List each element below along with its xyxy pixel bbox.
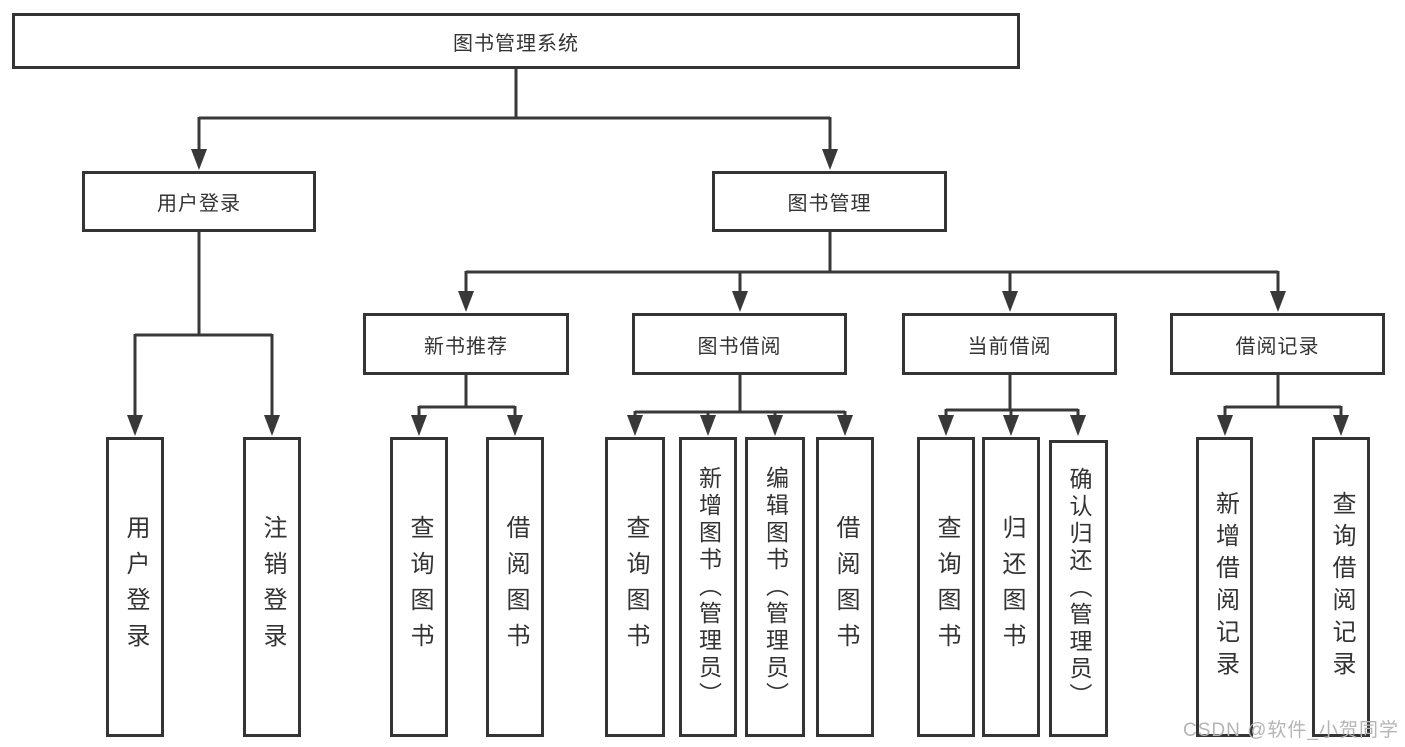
leaf-return-books: 归还图书 — [982, 437, 1040, 737]
leaf-query-books-current-label: 查询图书 — [933, 515, 960, 659]
leaf-add-borrow-record-label: 新增借阅记录 — [1211, 491, 1239, 683]
leaf-user-login: 用户登录 — [106, 437, 164, 737]
node-current-borrow: 当前借阅 — [902, 313, 1117, 375]
leaf-logout-login-label: 注销登录 — [259, 515, 286, 659]
node-borrow-records: 借阅记录 — [1170, 313, 1385, 375]
leaf-add-book-admin: 新增图书（管理员） — [679, 437, 737, 737]
leaf-query-books-borrow: 查询图书 — [605, 437, 665, 737]
leaf-logout-login: 注销登录 — [243, 437, 301, 737]
leaf-borrow-books-recommend: 借阅图书 — [486, 437, 544, 737]
leaf-query-books-recommend-label: 查询图书 — [406, 515, 433, 659]
leaf-confirm-return-admin-label: 确认归还（管理员） — [1066, 467, 1092, 710]
node-book-management: 图书管理 — [712, 171, 947, 232]
node-new-book-recommend: 新书推荐 — [363, 313, 569, 375]
leaf-query-books-current: 查询图书 — [917, 437, 975, 737]
leaf-edit-book-admin: 编辑图书（管理员） — [745, 437, 805, 737]
leaf-user-login-label: 用户登录 — [122, 515, 149, 659]
leaf-query-books-borrow-label: 查询图书 — [622, 515, 649, 659]
watermark: CSDN @软件_小贺同学 — [1183, 720, 1399, 741]
leaf-confirm-return-admin: 确认归还（管理员） — [1049, 440, 1108, 737]
leaf-query-borrow-record: 查询借阅记录 — [1312, 437, 1370, 737]
leaf-borrow-books-borrow-label: 借阅图书 — [832, 515, 859, 659]
leaf-borrow-books-recommend-label: 借阅图书 — [502, 515, 529, 659]
node-book-borrow: 图书借阅 — [632, 313, 847, 375]
leaf-edit-book-admin-label: 编辑图书（管理员） — [762, 465, 789, 709]
leaf-query-books-recommend: 查询图书 — [390, 437, 448, 737]
leaf-add-book-admin-label: 新增图书（管理员） — [695, 465, 722, 709]
node-user-login: 用户登录 — [82, 171, 316, 232]
leaf-query-borrow-record-label: 查询借阅记录 — [1328, 491, 1355, 683]
node-library-management-system: 图书管理系统 — [12, 13, 1020, 69]
leaf-borrow-books-borrow: 借阅图书 — [816, 437, 874, 737]
leaf-add-borrow-record: 新增借阅记录 — [1196, 437, 1253, 737]
leaf-return-books-label: 归还图书 — [998, 515, 1025, 659]
